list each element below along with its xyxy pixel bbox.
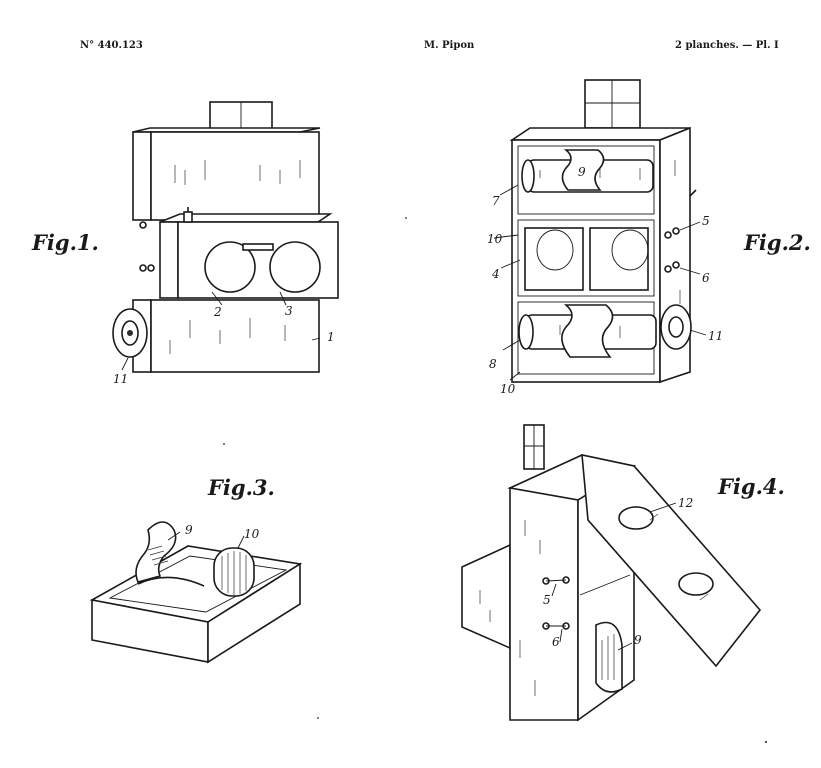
fig2-ref-11: 11 <box>708 329 723 343</box>
inventor-name: M. Pipon <box>424 40 475 51</box>
fig3-strap-9 <box>135 521 177 583</box>
fig2-ref-10-lower: 10 <box>500 382 516 396</box>
fig1-ref-11: 11 <box>113 372 128 386</box>
figure-4 <box>461 424 762 722</box>
fig4-label: Fig.4. <box>717 474 785 499</box>
fig4-ref-6: 6 <box>552 635 560 649</box>
fig4-drum-9 <box>595 621 623 693</box>
fig1-label: Fig.1. <box>31 230 99 255</box>
fig2-ref-6: 6 <box>702 271 710 285</box>
fig1-valve <box>183 211 193 223</box>
fig3-label: Fig.3. <box>207 475 275 500</box>
fig2-window <box>584 79 641 129</box>
fig3-ref-9: 9 <box>185 523 193 537</box>
fig2-ref-4: 4 <box>491 267 500 281</box>
figure-2 <box>493 79 707 384</box>
fig4-ref-9: 9 <box>634 633 642 647</box>
fig2-ref-9: 9 <box>578 165 586 179</box>
sheet-indicator: 2 planches. — Pl. I <box>675 40 779 51</box>
figure-3 <box>89 521 303 664</box>
fig1-ref-3: 3 <box>285 304 293 318</box>
fig4-open-lid-12 <box>581 453 762 668</box>
fig4-ref-12: 12 <box>678 496 693 510</box>
fig1-porthole-3 <box>269 241 321 293</box>
fig3-ref-10: 10 <box>244 527 260 541</box>
fig2-strap-lower <box>561 304 614 358</box>
patent-number: N° 440.123 <box>80 40 143 51</box>
fig4-ref-5: 5 <box>543 593 551 607</box>
fig1-ref-1: 1 <box>327 330 335 344</box>
fig2-ref-10-upper: 10 <box>487 232 503 246</box>
fig2-ref-5: 5 <box>702 214 710 228</box>
fig2-ref-8: 8 <box>489 357 497 371</box>
figure-1 <box>112 101 339 373</box>
fig2-label: Fig.2. <box>743 230 811 255</box>
fig1-porthole-2 <box>204 241 256 293</box>
fig2-ref-7: 7 <box>492 194 500 208</box>
fig1-ref-2: 2 <box>213 305 222 319</box>
fig2-strap-9 <box>561 149 605 191</box>
